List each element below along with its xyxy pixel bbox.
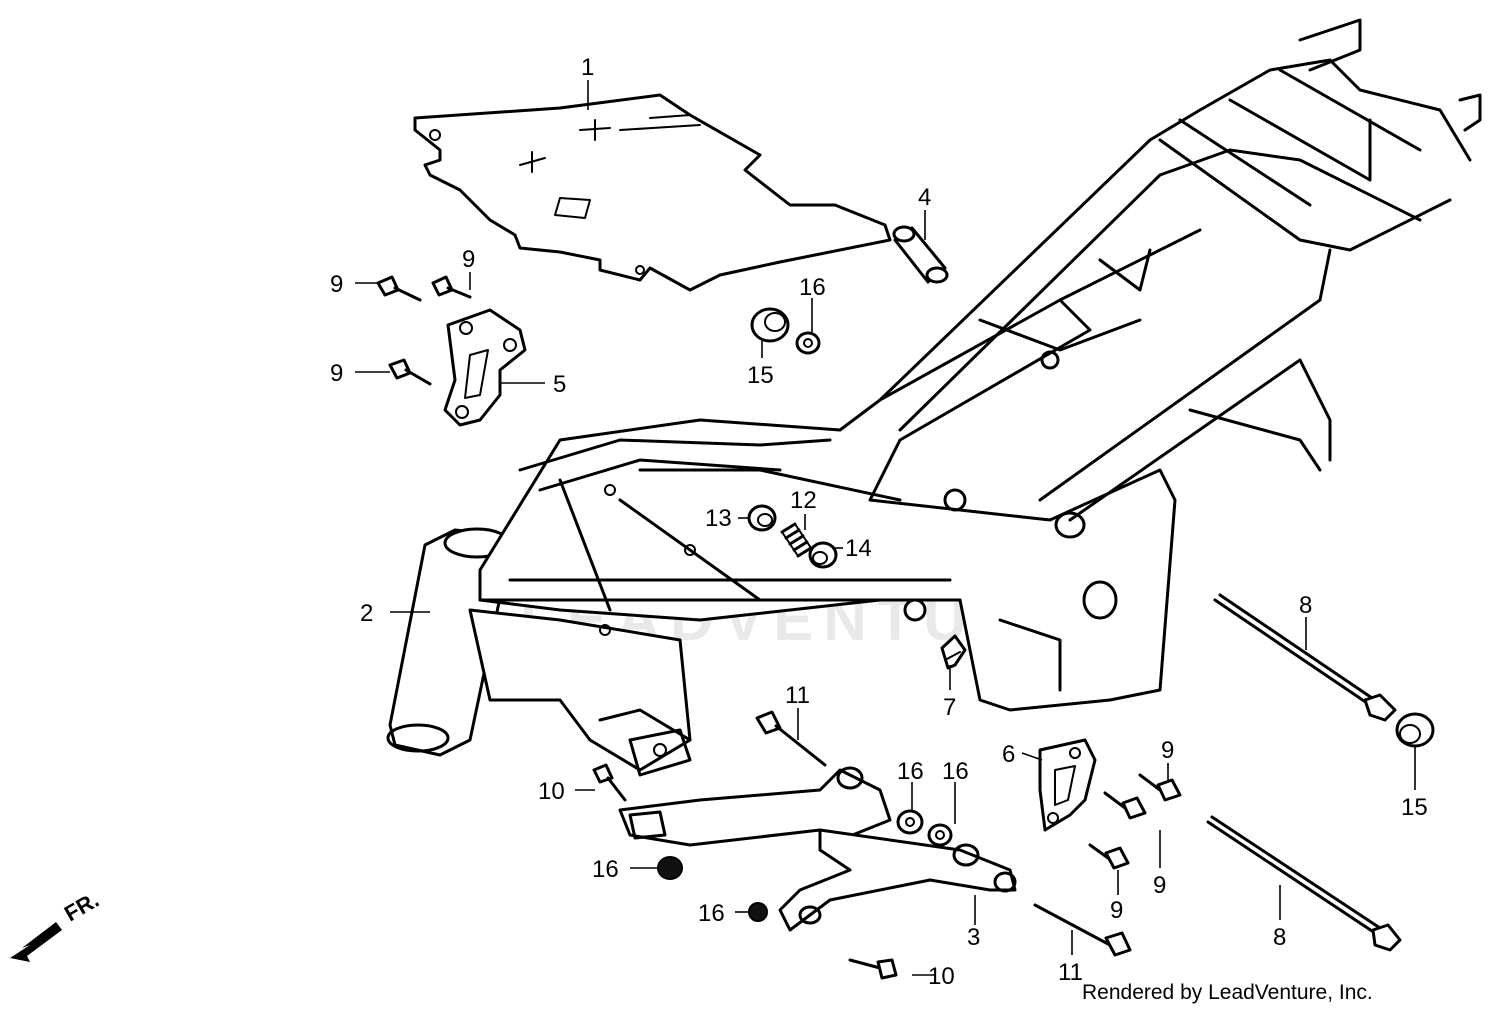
callout-6: 6 — [1002, 741, 1015, 768]
callout-5: 5 — [553, 371, 566, 398]
callout-9: 9 — [462, 246, 475, 273]
callout-16: 16 — [592, 856, 619, 883]
flange-bolt-long[interactable] — [755, 710, 827, 767]
callout-13: 13 — [705, 505, 732, 532]
engine-hanger-left[interactable] — [1038, 738, 1097, 832]
render-credit: Rendered by LeadVenture, Inc. — [1082, 981, 1373, 1004]
flange-bolt[interactable] — [431, 275, 472, 299]
callout-16: 16 — [897, 758, 924, 785]
callout-12: 12 — [790, 487, 817, 514]
callout-16: 16 — [942, 758, 969, 785]
engine-hanger-bolt-lower[interactable] — [1206, 815, 1402, 952]
nut[interactable] — [748, 902, 768, 922]
leader-lines — [355, 80, 1416, 976]
callout-9: 9 — [330, 271, 343, 298]
flange-bolt[interactable] — [1088, 843, 1130, 870]
direction-label: FR. — [60, 887, 103, 926]
frame-cover-plate[interactable] — [413, 93, 892, 292]
callout-16: 16 — [799, 274, 826, 301]
flange-bolt-lower[interactable] — [848, 958, 898, 980]
callout-9: 9 — [1110, 897, 1123, 924]
lock-nut[interactable] — [808, 541, 838, 569]
callout-10: 10 — [928, 963, 955, 990]
front-direction-indicator: FR. — [10, 887, 103, 962]
collar[interactable] — [892, 225, 949, 284]
callout-16: 16 — [698, 900, 725, 927]
spring[interactable] — [780, 522, 813, 558]
callout-7: 7 — [943, 694, 956, 721]
callout-3: 3 — [967, 924, 980, 951]
callout-8: 8 — [1299, 592, 1312, 619]
cap[interactable] — [750, 307, 790, 343]
callout-8: 8 — [1273, 924, 1286, 951]
callout-9: 9 — [1153, 872, 1166, 899]
flange-bolt[interactable] — [388, 358, 432, 386]
flange-bolt[interactable] — [1138, 773, 1182, 802]
nut[interactable] — [896, 809, 924, 835]
callout-10: 10 — [538, 778, 565, 805]
main-frame[interactable] — [386, 18, 1482, 777]
lower-engine-hanger[interactable] — [618, 766, 1017, 932]
cap[interactable] — [1395, 712, 1435, 748]
callout-11: 11 — [1058, 959, 1083, 986]
flange-bolt[interactable] — [376, 275, 422, 302]
callout-14: 14 — [845, 535, 872, 562]
callout-1: 1 — [581, 54, 594, 81]
nut[interactable] — [657, 856, 683, 880]
adjusting-bolt[interactable] — [747, 504, 777, 532]
callout-2: 2 — [360, 600, 373, 627]
callout-9: 9 — [1161, 737, 1174, 764]
engine-hanger-right-upper[interactable] — [443, 308, 527, 427]
callout-15: 15 — [1401, 794, 1428, 821]
callout-15: 15 — [747, 362, 774, 389]
callout-labels: 1 2 3 4 5 6 7 8 8 9 9 9 9 9 9 10 10 11 1… — [330, 54, 1428, 990]
nut[interactable] — [927, 823, 953, 847]
nut[interactable] — [795, 331, 821, 355]
flange-bolt-lower[interactable] — [592, 763, 627, 802]
callout-11: 11 — [785, 682, 810, 709]
callout-4: 4 — [918, 184, 931, 211]
clip[interactable] — [940, 634, 967, 670]
callout-9: 9 — [330, 360, 343, 387]
flange-bolt[interactable] — [1103, 791, 1147, 820]
flange-bolt-long[interactable] — [1033, 903, 1132, 957]
engine-hanger-bolt-upper[interactable] — [1213, 593, 1397, 722]
front-arrow-icon — [10, 922, 62, 962]
